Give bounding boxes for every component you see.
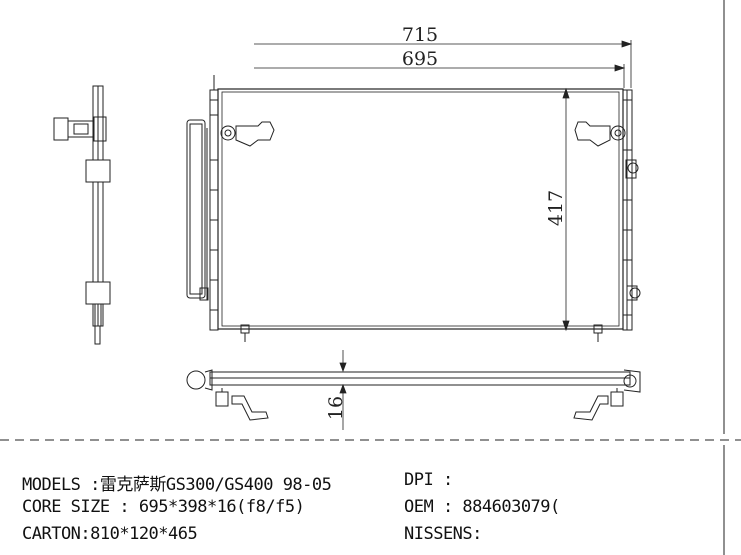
tank-fin-marks bbox=[210, 99, 632, 316]
dimension-core-width: 695 bbox=[402, 48, 438, 70]
dimension-thickness: 16 bbox=[325, 396, 347, 420]
models-spec: MODELS :雷克萨斯GS300/GS400 98-05 bbox=[22, 475, 332, 495]
side-view bbox=[53, 85, 111, 345]
core-size-spec: CORE SIZE : 695*398*16(f8/f5) bbox=[22, 497, 305, 517]
front-view bbox=[209, 75, 641, 342]
carton-spec: CARTON:810*120*465 bbox=[22, 524, 198, 544]
dimension-overall-width: 715 bbox=[402, 24, 438, 46]
dimension-core-height: 417 bbox=[545, 190, 567, 226]
nissens-spec: NISSENS: bbox=[404, 524, 482, 544]
dpi-spec: DPI : bbox=[404, 470, 453, 490]
dimension-lines bbox=[254, 40, 633, 430]
bottom-view bbox=[186, 369, 641, 421]
receiver-drier bbox=[186, 119, 211, 301]
oem-spec: OEM : 884603079( bbox=[404, 497, 560, 517]
